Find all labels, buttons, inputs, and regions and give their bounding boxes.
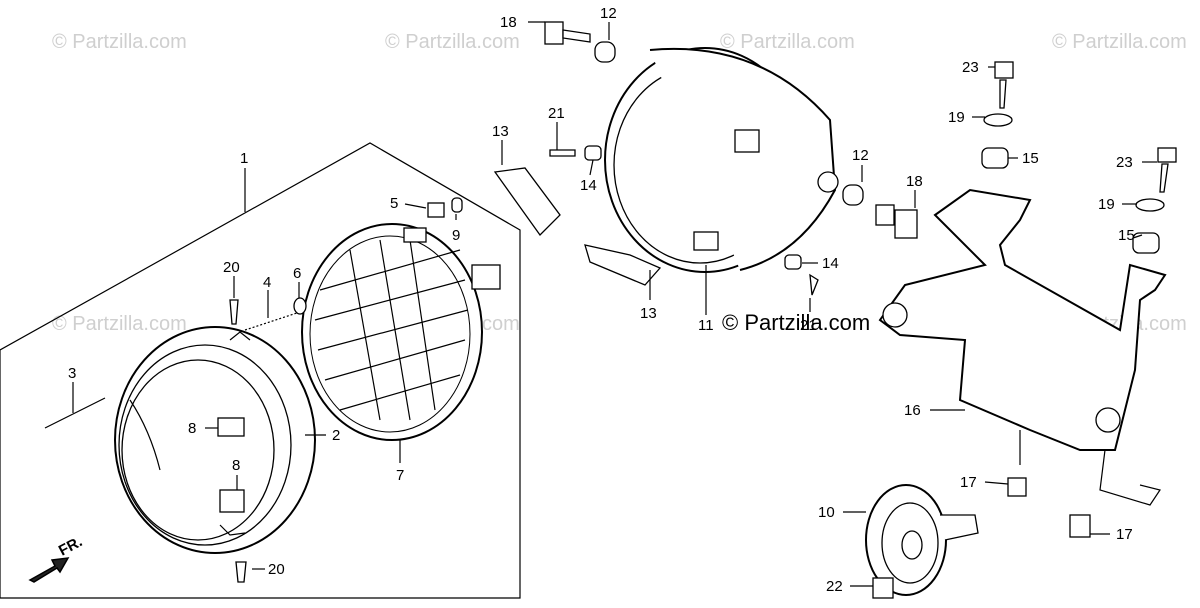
callout-5: 5 xyxy=(390,195,398,212)
horn xyxy=(865,484,979,596)
callout-10: 10 xyxy=(818,504,835,521)
small-hardware xyxy=(44,21,1177,599)
callout-13: 13 xyxy=(640,305,657,322)
callout-1: 1 xyxy=(240,150,248,167)
callout-17: 17 xyxy=(1116,526,1133,543)
callout-20: 20 xyxy=(268,561,285,578)
watermark-text: © Partzilla.com xyxy=(52,31,187,53)
callout-8: 8 xyxy=(188,420,196,437)
center-watermark: © Partzilla.com xyxy=(722,310,870,335)
callout-18: 18 xyxy=(906,173,923,190)
callout-2: 2 xyxy=(332,427,340,444)
assembly-frame xyxy=(0,142,521,599)
callout-12: 12 xyxy=(852,147,869,164)
callout-20: 20 xyxy=(223,259,240,276)
leader-lines xyxy=(72,21,1157,587)
callout-19: 19 xyxy=(1098,196,1115,213)
callout-23: 23 xyxy=(962,59,979,76)
callout-21: 21 xyxy=(800,317,817,334)
callout-23: 23 xyxy=(1116,154,1133,171)
callout-11: 11 xyxy=(698,317,714,334)
callout-15: 15 xyxy=(1118,227,1135,244)
callout-15: 15 xyxy=(1022,150,1039,167)
headlight-case xyxy=(604,47,839,273)
front-direction-label: FR. xyxy=(56,533,85,559)
callout-7: 7 xyxy=(396,467,404,484)
headlight-rim xyxy=(114,326,316,554)
callout-16: 16 xyxy=(904,402,921,419)
watermark-text: © Partzilla.com xyxy=(720,31,855,53)
callout-labels: 18 12 21 13 14 1 5 9 20 4 6 3 8 2 8 7 20… xyxy=(68,5,1135,595)
callout-12: 12 xyxy=(600,5,617,22)
watermark-text: © Partzilla.com xyxy=(385,31,520,53)
callout-9: 9 xyxy=(452,227,460,244)
callout-14: 14 xyxy=(822,255,839,272)
callout-13: 13 xyxy=(492,123,509,140)
callout-19: 19 xyxy=(948,109,965,126)
front-direction-arrow: FR. xyxy=(28,533,85,583)
callout-22: 22 xyxy=(826,578,843,595)
watermark-text: © Partzilla.com xyxy=(1052,31,1187,53)
mounting-bracket xyxy=(878,188,1167,506)
callout-18: 18 xyxy=(500,14,517,31)
callout-14: 14 xyxy=(580,177,597,194)
callout-4: 4 xyxy=(263,274,271,291)
callout-6: 6 xyxy=(293,265,301,282)
callout-17: 17 xyxy=(960,474,977,491)
callout-8: 8 xyxy=(232,457,240,474)
sealed-beam-lens xyxy=(301,223,501,441)
callout-3: 3 xyxy=(68,365,76,382)
callout-21: 21 xyxy=(548,105,565,122)
watermark-text: © Partzilla.com xyxy=(52,313,187,335)
